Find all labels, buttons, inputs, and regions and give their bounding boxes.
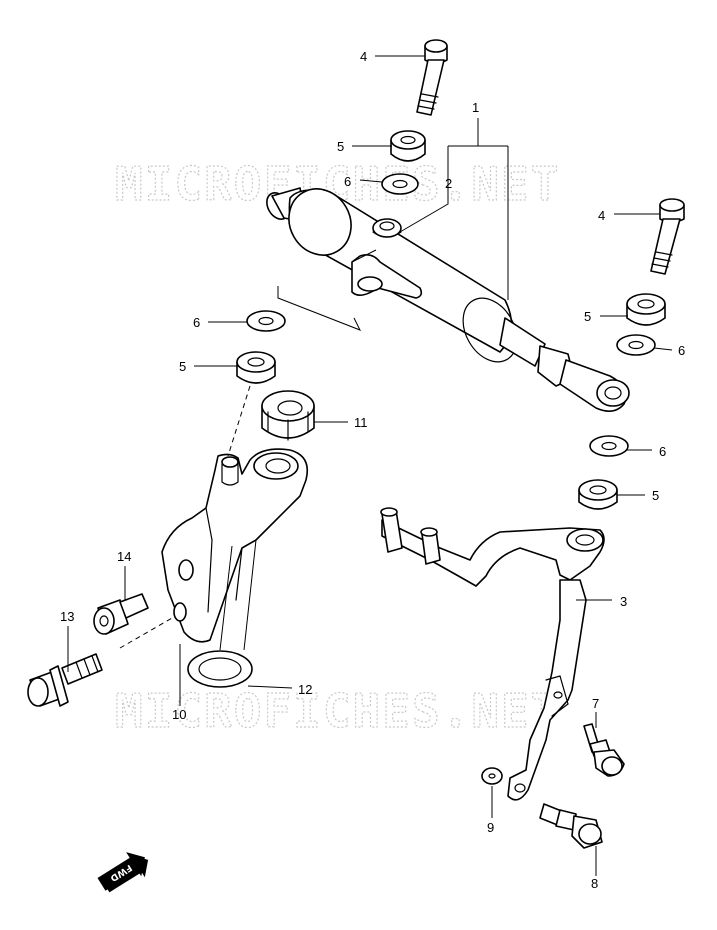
damper-bracket[interactable]: [161, 448, 309, 643]
callout-8: 8: [591, 876, 598, 891]
callout-14: 14: [117, 549, 131, 564]
bolt-small[interactable]: [583, 723, 625, 777]
washer-right-upper[interactable]: [616, 334, 656, 356]
callout-5-right-upper: 5: [584, 309, 591, 324]
callout-13: 13: [60, 609, 74, 624]
callout-11: 11: [354, 415, 368, 430]
callout-1: 1: [472, 100, 479, 115]
washer-left[interactable]: [246, 310, 286, 332]
steering-damper[interactable]: [262, 178, 630, 412]
spacer-right-lower[interactable]: [578, 479, 618, 510]
callout-5-right-lower: 5: [652, 488, 659, 503]
spacer-top[interactable]: [390, 130, 426, 162]
callout-5-left: 5: [179, 359, 186, 374]
leader-lines: [67, 55, 673, 876]
callout-4-right: 4: [598, 208, 605, 223]
callout-10: 10: [172, 707, 186, 722]
bolt-flange-lower[interactable]: [539, 803, 603, 849]
washer-small[interactable]: [481, 767, 503, 785]
bolt-short[interactable]: [93, 593, 149, 635]
bolt-right[interactable]: [650, 198, 685, 275]
callout-6-right-upper: 6: [678, 343, 685, 358]
callout-5-top: 5: [337, 139, 344, 154]
bolt-flange[interactable]: [27, 653, 103, 707]
callout-7: 7: [592, 696, 599, 711]
washer-top[interactable]: [381, 173, 419, 195]
callout-labels: 1 2 3 4 4 5 5 5 5 6 6 6 6 7 8 9 10 11 12…: [60, 49, 685, 891]
callout-6-left: 6: [193, 315, 200, 330]
watermark-bottom: MICROFICHES.NET: [115, 684, 560, 738]
callout-6-top: 6: [344, 174, 351, 189]
lower-bracket[interactable]: [380, 507, 605, 801]
damper-grommet[interactable]: [372, 218, 402, 238]
callout-4-top: 4: [360, 49, 367, 64]
fwd-arrow: FWD: [97, 852, 149, 893]
nut[interactable]: [261, 390, 315, 441]
callout-12: 12: [298, 682, 312, 697]
callout-2: 2: [445, 176, 452, 191]
callout-9: 9: [487, 820, 494, 835]
callout-3: 3: [620, 594, 627, 609]
spacer-right-upper[interactable]: [626, 293, 666, 326]
rubber-ring[interactable]: [187, 650, 253, 688]
callout-6-right-lower: 6: [659, 444, 666, 459]
bolt-top[interactable]: [416, 39, 448, 116]
washer-right-lower[interactable]: [589, 435, 629, 457]
spacer-left[interactable]: [236, 351, 276, 384]
